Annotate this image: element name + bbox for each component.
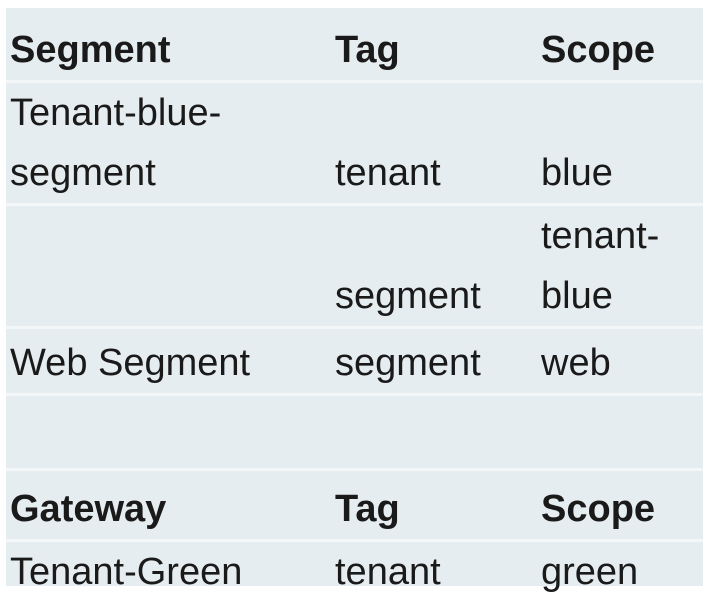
table-row: Tenant-Green tenant green: [6, 541, 703, 602]
tag-header: Tag: [331, 470, 537, 541]
gateway-header: Gateway: [6, 470, 331, 541]
segment-name-cell: [6, 205, 331, 328]
segment-name: Tenant-blue-segment: [10, 83, 260, 203]
tag-cell: segment: [331, 205, 537, 328]
tag-cell: tenant: [331, 82, 537, 205]
table-row: Tenant-blue-segment tenant blue: [6, 82, 703, 205]
scope-cell: green: [537, 541, 703, 602]
segment-header: Segment: [6, 8, 331, 82]
tag-cell: tenant: [331, 541, 537, 602]
scope-cell: tenant-blue: [537, 205, 703, 328]
tag-table: Segment Tag Scope Tenant-blue-segment te…: [6, 8, 703, 602]
scope-cell: blue: [537, 82, 703, 205]
table-row: Web Segment segment web: [6, 328, 703, 395]
scope-value: tenant-blue: [541, 206, 691, 326]
tag-table-sheet: Segment Tag Scope Tenant-blue-segment te…: [6, 8, 703, 586]
gateway-name-cell: Tenant-Green: [6, 541, 331, 602]
segment-name-cell: Web Segment: [6, 328, 331, 395]
scope-cell: web: [537, 328, 703, 395]
scope-header: Scope: [537, 470, 703, 541]
segment-name-cell: Tenant-blue-segment: [6, 82, 331, 205]
spacer-row: [6, 395, 703, 470]
segment-header-row: Segment Tag Scope: [6, 8, 703, 82]
tag-cell: segment: [331, 328, 537, 395]
table-row: segment tenant-blue: [6, 205, 703, 328]
scope-header: Scope: [537, 8, 703, 82]
tag-header: Tag: [331, 8, 537, 82]
gateway-header-row: Gateway Tag Scope: [6, 470, 703, 541]
